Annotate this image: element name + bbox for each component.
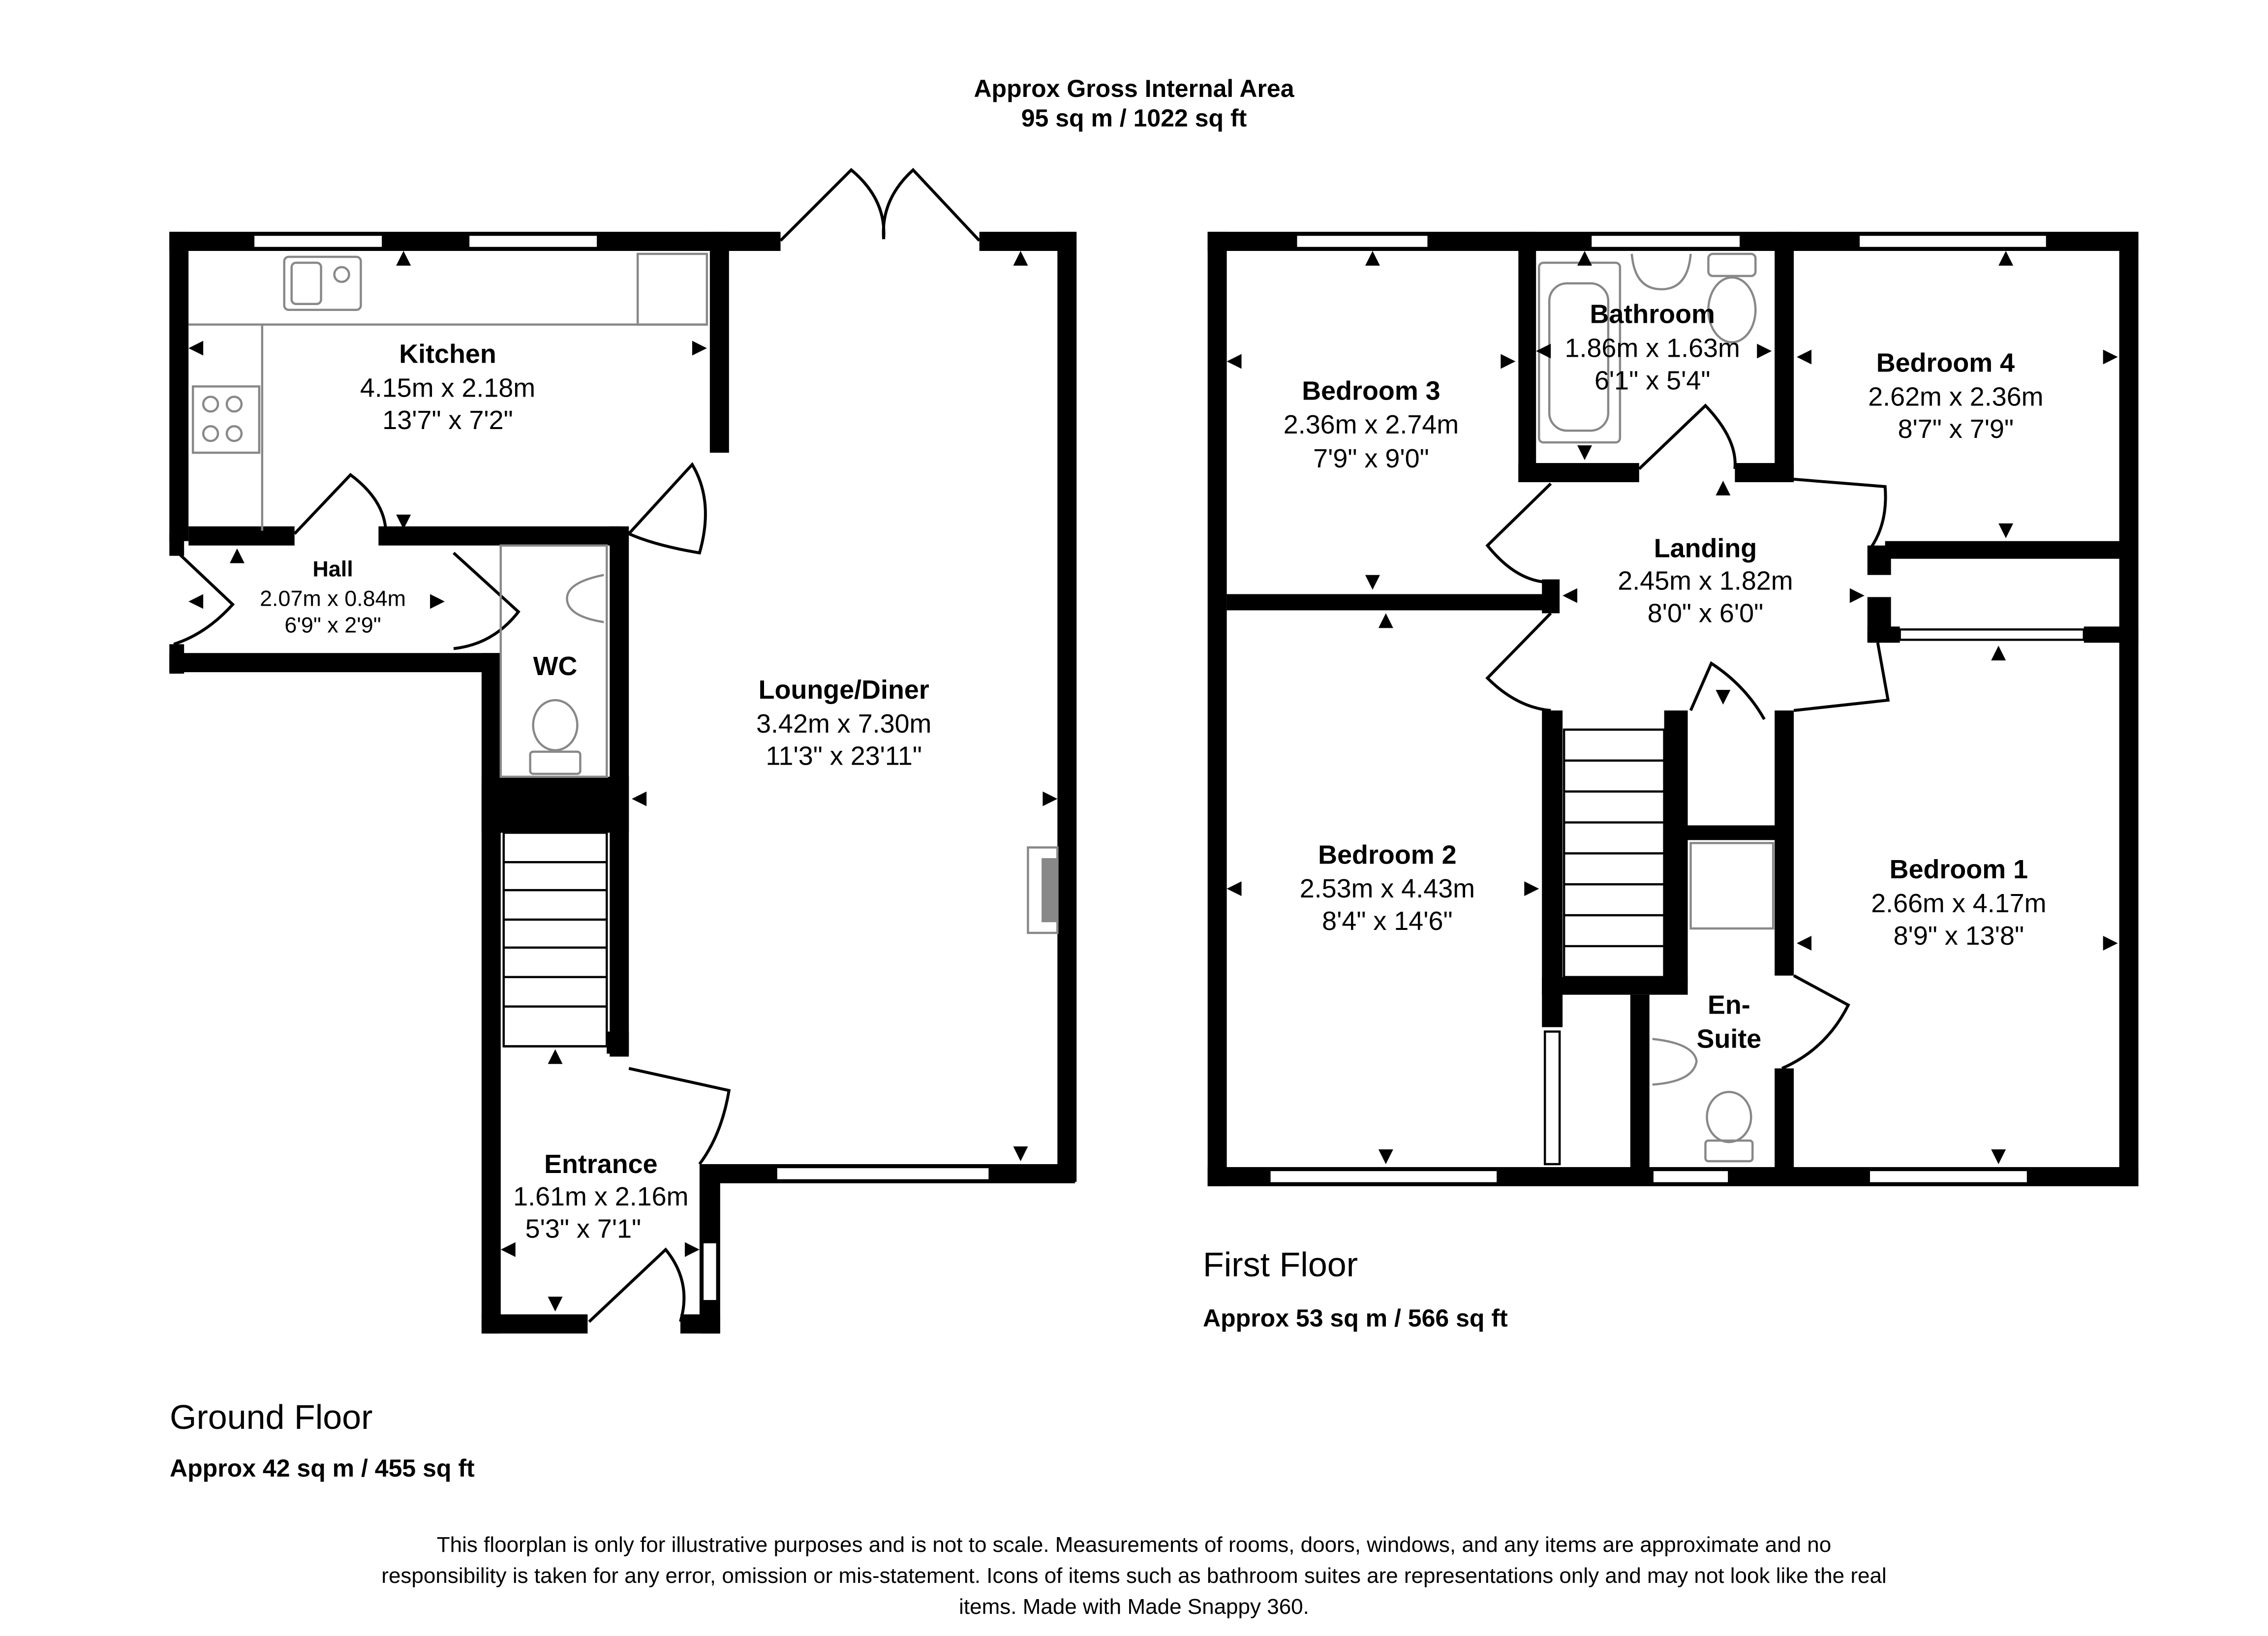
ground-floor-name: Ground Floor: [170, 1398, 373, 1436]
bathroom-imperial: 6'1" x 5'4": [1594, 366, 1711, 395]
ground-floor-plan: Kitchen 4.15m x 2.18m 13'7" x 7'2" Hall …: [169, 168, 1077, 1334]
bedroom1-metric: 2.66m x 4.17m: [1871, 889, 2046, 918]
hall-name: Hall: [312, 556, 353, 582]
wc-name: WC: [533, 651, 578, 681]
ground-floor-measure-arrows: [188, 251, 1058, 1312]
disclaimer-text: This floorplan is only for illustrative …: [381, 1533, 1887, 1619]
lounge-imperial: 11'3" x 23'11": [766, 741, 922, 771]
ground-floor-area: Approx 42 sq m / 455 sq ft: [170, 1454, 475, 1482]
ensuite-fittings: [1652, 842, 1775, 1163]
first-floor-measure-arrows: [1226, 251, 2118, 1164]
room-bedroom2: Bedroom 2 2.53m x 4.43m 8'4" x 14'6": [1300, 840, 1475, 936]
lounge-metric: 3.42m x 7.30m: [756, 709, 931, 739]
entrance-imperial: 5'3" x 7'1": [525, 1214, 642, 1244]
room-bathroom: Bathroom 1.86m x 1.63m 6'1" x 5'4": [1565, 300, 1740, 396]
hall-imperial: 6'9" x 2'9": [284, 612, 381, 637]
kitchen-metric: 4.15m x 2.18m: [360, 373, 535, 402]
fireplace: [1027, 846, 1059, 934]
ensuite-name-line2: Suite: [1697, 1024, 1762, 1053]
first-floor-area: Approx 53 sq m / 566 sq ft: [1203, 1304, 1508, 1332]
room-wc: WC: [533, 651, 578, 681]
gross-area-title: Approx Gross Internal Area: [974, 75, 1294, 102]
room-ensuite: En- Suite: [1697, 990, 1762, 1054]
entrance-metric: 1.61m x 2.16m: [513, 1182, 688, 1211]
room-hall: Hall 2.07m x 0.84m 6'9" x 2'9": [260, 556, 406, 638]
kitchen-fittings: [188, 252, 708, 531]
room-landing: Landing 2.45m x 1.82m 8'0" x 6'0": [1618, 534, 1793, 628]
ground-stairs: [502, 832, 608, 1048]
bedroom2-name: Bedroom 2: [1318, 840, 1456, 869]
kitchen-imperial: 13'7" x 7'2": [382, 405, 513, 435]
first-floor-name: First Floor: [1203, 1245, 1358, 1284]
gross-area-header: Approx Gross Internal Area 95 sq m / 102…: [888, 74, 1380, 133]
hall-metric: 2.07m x 0.84m: [260, 586, 406, 611]
bedroom1-name: Bedroom 1: [1890, 855, 2028, 884]
bedroom2-metric: 2.53m x 4.43m: [1300, 874, 1475, 903]
room-bedroom3: Bedroom 3 2.36m x 2.74m 7'9" x 9'0": [1284, 376, 1459, 473]
room-lounge: Lounge/Diner 3.42m x 7.30m 11'3" x 23'11…: [756, 675, 931, 771]
landing-imperial: 8'0" x 6'0": [1648, 598, 1764, 628]
ground-floor-walls: [169, 232, 1077, 1334]
room-entrance: Entrance 1.61m x 2.16m 5'3" x 7'1": [513, 1149, 688, 1244]
entrance-name: Entrance: [544, 1149, 658, 1179]
landing-metric: 2.45m x 1.82m: [1618, 566, 1793, 596]
first-floor-doors: [1485, 403, 1890, 1070]
bedroom3-name: Bedroom 3: [1302, 376, 1440, 405]
bedroom2-imperial: 8'4" x 14'6": [1322, 906, 1453, 936]
bathroom-metric: 1.86m x 1.63m: [1565, 334, 1740, 363]
bedroom4-name: Bedroom 4: [1876, 348, 2015, 377]
ground-floor-doors: [173, 168, 981, 1323]
first-floor-plan: Bedroom 3 2.36m x 2.74m 7'9" x 9'0" Bath…: [1207, 232, 2139, 1186]
gross-area-value: 95 sq m / 1022 sq ft: [1021, 104, 1247, 132]
bedroom1-imperial: 8'9" x 13'8": [1894, 921, 2024, 951]
ground-floor-windows: [252, 233, 991, 1302]
wc-fittings: [499, 544, 608, 778]
landing-name: Landing: [1654, 534, 1757, 563]
room-kitchen: Kitchen 4.15m x 2.18m 13'7" x 7'2": [360, 340, 535, 435]
bedroom4-imperial: 8'7" x 7'9": [1898, 414, 2014, 444]
bathroom-name: Bathroom: [1590, 300, 1715, 329]
bedroom4-metric: 2.62m x 2.36m: [1868, 382, 2043, 411]
lounge-name: Lounge/Diner: [759, 675, 929, 705]
bedroom3-imperial: 7'9" x 9'0": [1313, 444, 1429, 473]
first-floor-windows: [1268, 233, 2085, 1185]
room-bedroom1: Bedroom 1 2.66m x 4.17m 8'9" x 13'8": [1871, 855, 2046, 951]
kitchen-name: Kitchen: [399, 340, 496, 369]
room-bedroom4: Bedroom 4 2.62m x 2.36m 8'7" x 7'9": [1868, 348, 2043, 444]
first-floor-stairs: [1563, 728, 1665, 979]
ensuite-name-line1: En-: [1708, 990, 1750, 1020]
bedroom3-metric: 2.36m x 2.74m: [1284, 410, 1459, 439]
